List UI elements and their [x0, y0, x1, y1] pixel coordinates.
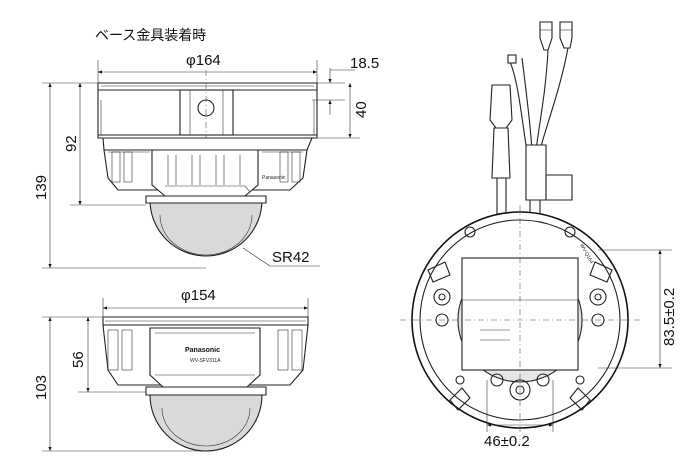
dim-139-label: 139	[33, 175, 50, 200]
dim-18-5-label: 18.5	[350, 55, 379, 72]
bottom-camera-view: Panasonic WV-SFV311A φ154 56 103	[33, 287, 309, 452]
base-plate-view: WV-Q164 83.5±0.2 46±0.2	[400, 21, 678, 450]
dim-83-5-label: 83.5±0.2	[661, 288, 678, 346]
model-text: WV-SFV311A	[190, 358, 221, 364]
sr42-label: SR42	[272, 249, 310, 266]
dim-40-label: 40	[353, 101, 370, 118]
phi164-label: φ164	[186, 52, 221, 69]
top-camera-view: Panasonic SR42 φ164 18.5 40 92	[33, 52, 379, 269]
dim-103-label: 103	[33, 375, 50, 400]
dim-92-label: 92	[63, 135, 80, 152]
dim-56-label: 56	[70, 351, 87, 368]
caption: ベース金具装着時	[95, 28, 206, 44]
phi154-label: φ154	[181, 287, 216, 304]
brand-text: Panasonic	[185, 347, 220, 354]
dim-46-label: 46±0.2	[484, 433, 530, 450]
svg-text:Panasonic: Panasonic	[262, 175, 286, 181]
